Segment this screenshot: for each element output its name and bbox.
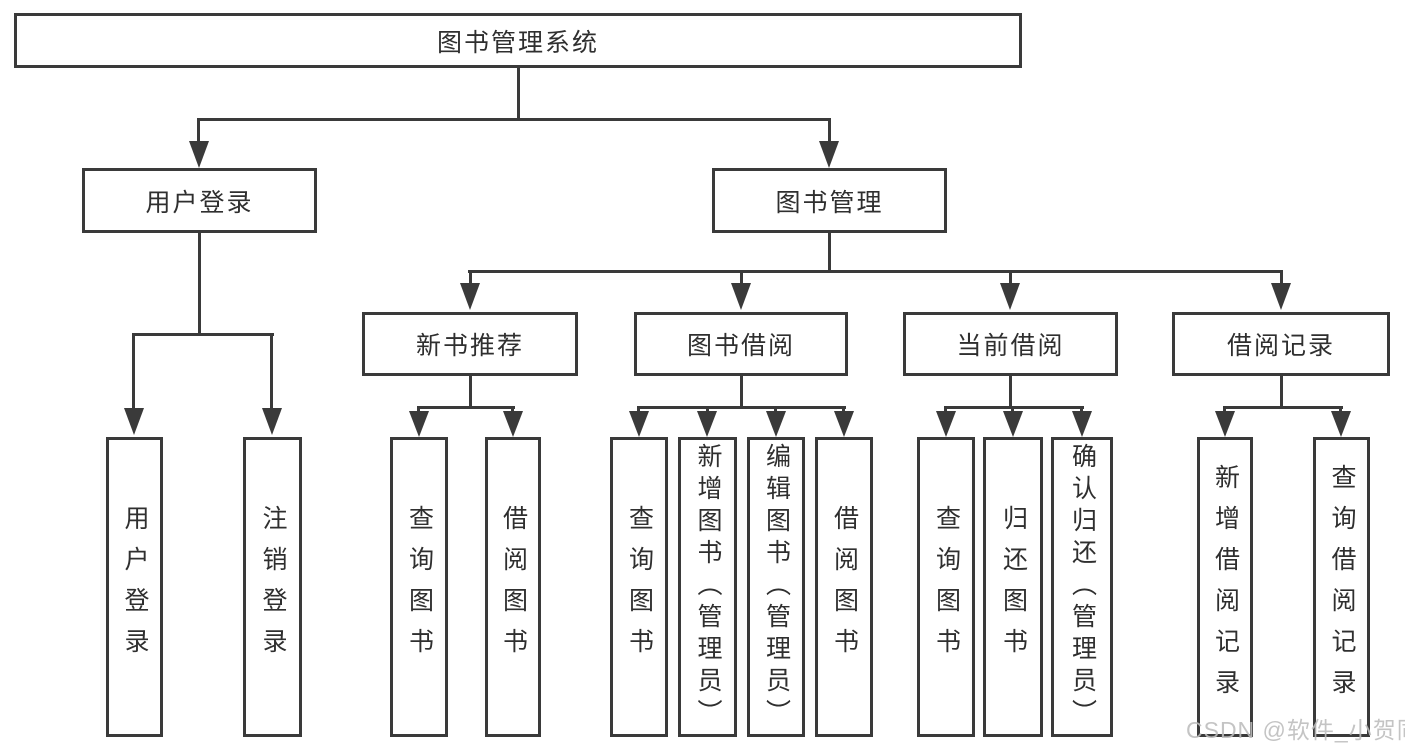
node-new-book-recommendation-label: 新书推荐 <box>415 332 524 360</box>
leaf-query-books-current-label: 查询图书 <box>932 505 961 669</box>
arrow-borrow-records-icon <box>1271 283 1291 310</box>
connector-drop <box>706 406 709 413</box>
leaf-borrow-books-recommend-label: 借阅图书 <box>499 505 528 669</box>
connector-borrow-records-hline <box>1223 406 1343 409</box>
leaf-user-login-label: 用户登录 <box>121 505 149 669</box>
arrow-down-icon <box>766 411 786 437</box>
connector-drop <box>1011 406 1014 413</box>
connector-book-borrow-hline <box>637 406 846 409</box>
node-borrowing-records: 借阅记录 <box>1172 312 1390 376</box>
arrow-down-icon <box>1003 411 1023 437</box>
connector-user-login-stem <box>198 233 201 335</box>
arrow-book-management-icon <box>819 141 839 168</box>
leaf-borrow-books-borrowing: 借阅图书 <box>815 437 873 737</box>
node-book-management: 图书管理 <box>712 168 947 233</box>
arrow-user-login-icon <box>189 141 209 168</box>
node-new-book-recommendation: 新书推荐 <box>362 312 578 376</box>
node-book-management-label: 图书管理 <box>775 188 884 217</box>
leaf-query-books-recommend: 查询图书 <box>390 437 448 737</box>
leaf-borrow-books-borrowing-label: 借阅图书 <box>830 505 859 669</box>
connector-new-book-drop <box>469 270 472 284</box>
leaf-query-books-borrowing-label: 查询图书 <box>625 505 654 669</box>
arrow-down-icon <box>834 411 854 437</box>
arrow-down-icon <box>697 411 717 437</box>
leaf-user-login: 用户登录 <box>106 437 163 737</box>
connector-drop <box>1080 406 1083 413</box>
arrow-book-borrow-icon <box>731 283 751 310</box>
node-library-system: 图书管理系统 <box>14 13 1022 68</box>
arrow-down-icon <box>1072 411 1092 437</box>
arrow-down-icon <box>1215 411 1235 437</box>
connector-borrow-records-stem <box>1280 376 1283 408</box>
connector-root-stem <box>517 68 520 120</box>
node-book-borrowing: 图书借阅 <box>634 312 848 376</box>
leaf-query-books-borrowing: 查询图书 <box>610 437 668 737</box>
node-user-login: 用户登录 <box>82 168 317 233</box>
leaf-confirm-return-admin: 确认归还（管理员） <box>1051 437 1113 737</box>
leaf-logout: 注销登录 <box>243 437 302 737</box>
connector-current-borrow-hline <box>944 406 1084 409</box>
connector-drop <box>1223 406 1226 413</box>
connector-current-borrow-drop <box>1009 270 1012 284</box>
arrow-down-icon <box>409 411 429 437</box>
leaf-confirm-return-admin-label: 确认归还（管理员） <box>1068 443 1097 731</box>
leaf-borrow-books-recommend: 借阅图书 <box>485 437 541 737</box>
leaf-edit-books-admin-label: 编辑图书（管理员） <box>762 443 791 731</box>
arrow-leaf-logout-icon <box>262 408 282 435</box>
connector-user-login-hline <box>133 333 274 336</box>
connector-drop <box>637 406 640 413</box>
arrow-leaf-login-icon <box>124 408 144 435</box>
connector-drop <box>1339 406 1342 413</box>
connector-leaf-logout-drop <box>270 333 273 409</box>
connector-book-borrow-drop <box>740 270 743 284</box>
leaf-return-books: 归还图书 <box>983 437 1043 737</box>
connector-level3-hline <box>468 270 1283 273</box>
connector-book-management-drop <box>828 118 831 142</box>
connector-borrow-records-drop <box>1280 270 1283 284</box>
connector-book-management-stem <box>828 233 831 272</box>
node-user-login-label: 用户登录 <box>145 188 254 217</box>
leaf-query-books-current: 查询图书 <box>917 437 975 737</box>
leaf-add-books-admin: 新增图书（管理员） <box>678 437 737 737</box>
connector-new-book-hline <box>417 406 515 409</box>
arrow-new-book-icon <box>460 283 480 310</box>
leaf-edit-books-admin: 编辑图书（管理员） <box>747 437 805 737</box>
watermark: CSDN @软件_小贺同学 <box>1186 717 1405 743</box>
leaf-query-borrow-record-label: 查询借阅记录 <box>1328 464 1356 710</box>
arrow-down-icon <box>629 411 649 437</box>
node-borrowing-records-label: 借阅记录 <box>1226 332 1335 360</box>
arrow-current-borrow-icon <box>1000 283 1020 310</box>
leaf-logout-label: 注销登录 <box>259 505 287 669</box>
arrow-down-icon <box>936 411 956 437</box>
leaf-add-borrow-record: 新增借阅记录 <box>1197 437 1253 737</box>
node-current-borrowing-label: 当前借阅 <box>956 332 1065 360</box>
connector-drop <box>774 406 777 413</box>
connector-drop <box>944 406 947 413</box>
connector-drop <box>511 406 514 413</box>
leaf-return-books-label: 归还图书 <box>999 505 1028 669</box>
leaf-query-books-recommend-label: 查询图书 <box>405 505 434 669</box>
connector-leaf-login-drop <box>132 333 135 409</box>
connector-user-login-drop <box>197 118 200 142</box>
arrow-down-icon <box>503 411 523 437</box>
node-current-borrowing: 当前借阅 <box>903 312 1118 376</box>
leaf-add-borrow-record-label: 新增借阅记录 <box>1211 464 1240 710</box>
connector-level2-hline <box>197 118 831 121</box>
node-library-system-label: 图书管理系统 <box>436 28 599 57</box>
arrow-down-icon <box>1331 411 1351 437</box>
connector-current-borrow-stem <box>1009 376 1012 408</box>
leaf-query-borrow-record: 查询借阅记录 <box>1313 437 1370 737</box>
connector-drop <box>417 406 420 413</box>
connector-drop <box>842 406 845 413</box>
leaf-add-books-admin-label: 新增图书（管理员） <box>694 443 722 731</box>
connector-new-book-stem <box>469 376 472 408</box>
connector-book-borrow-stem <box>740 376 743 408</box>
node-book-borrowing-label: 图书借阅 <box>686 332 795 360</box>
